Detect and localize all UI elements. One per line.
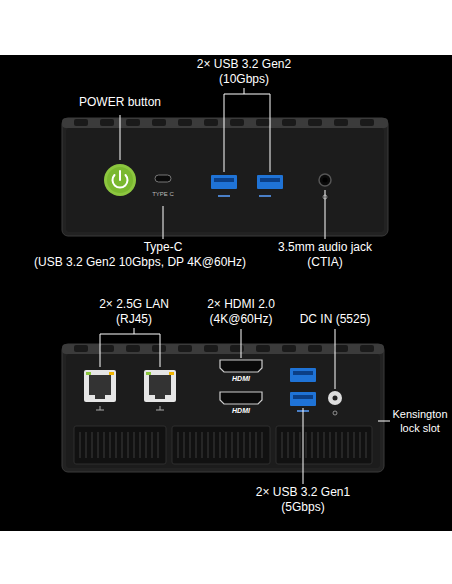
callout-label: (10Gbps) [219,73,269,87]
callout-label: Type-C [144,241,183,255]
black-ground [0,55,452,531]
callout-label: POWER button [79,96,161,110]
leader-lines [120,88,325,239]
callout-label: (5Gbps) [281,501,324,515]
callout-label: (USB 3.2 Gen2 10Gbps, DP 4K@60Hz) [34,256,246,270]
callout-label: 2× HDMI 2.0 [207,298,275,312]
front-panel [62,118,388,236]
port-marking: TYPE C [152,191,174,198]
callout-label: (4K@60Hz) [210,313,273,327]
callout-label: 2× USB 3.2 Gen2 [197,58,291,72]
callout-label: DC IN (5525) [300,313,371,327]
callout-label: 3.5mm audio jack [278,241,372,255]
leader-lines [100,328,390,484]
callout-label: (CTIA) [307,256,342,270]
callout-label: Kensington [392,408,447,421]
hdmi-logo: HDMI [232,375,250,383]
callout-label: lock slot [400,422,440,435]
callout-label: 2× USB 3.2 Gen1 [256,486,350,500]
rear-panel [62,344,384,472]
callout-label: 2× 2.5G LAN [99,298,169,312]
callout-label: (RJ45) [116,313,152,327]
hdmi-logo: HDMI [232,407,250,415]
